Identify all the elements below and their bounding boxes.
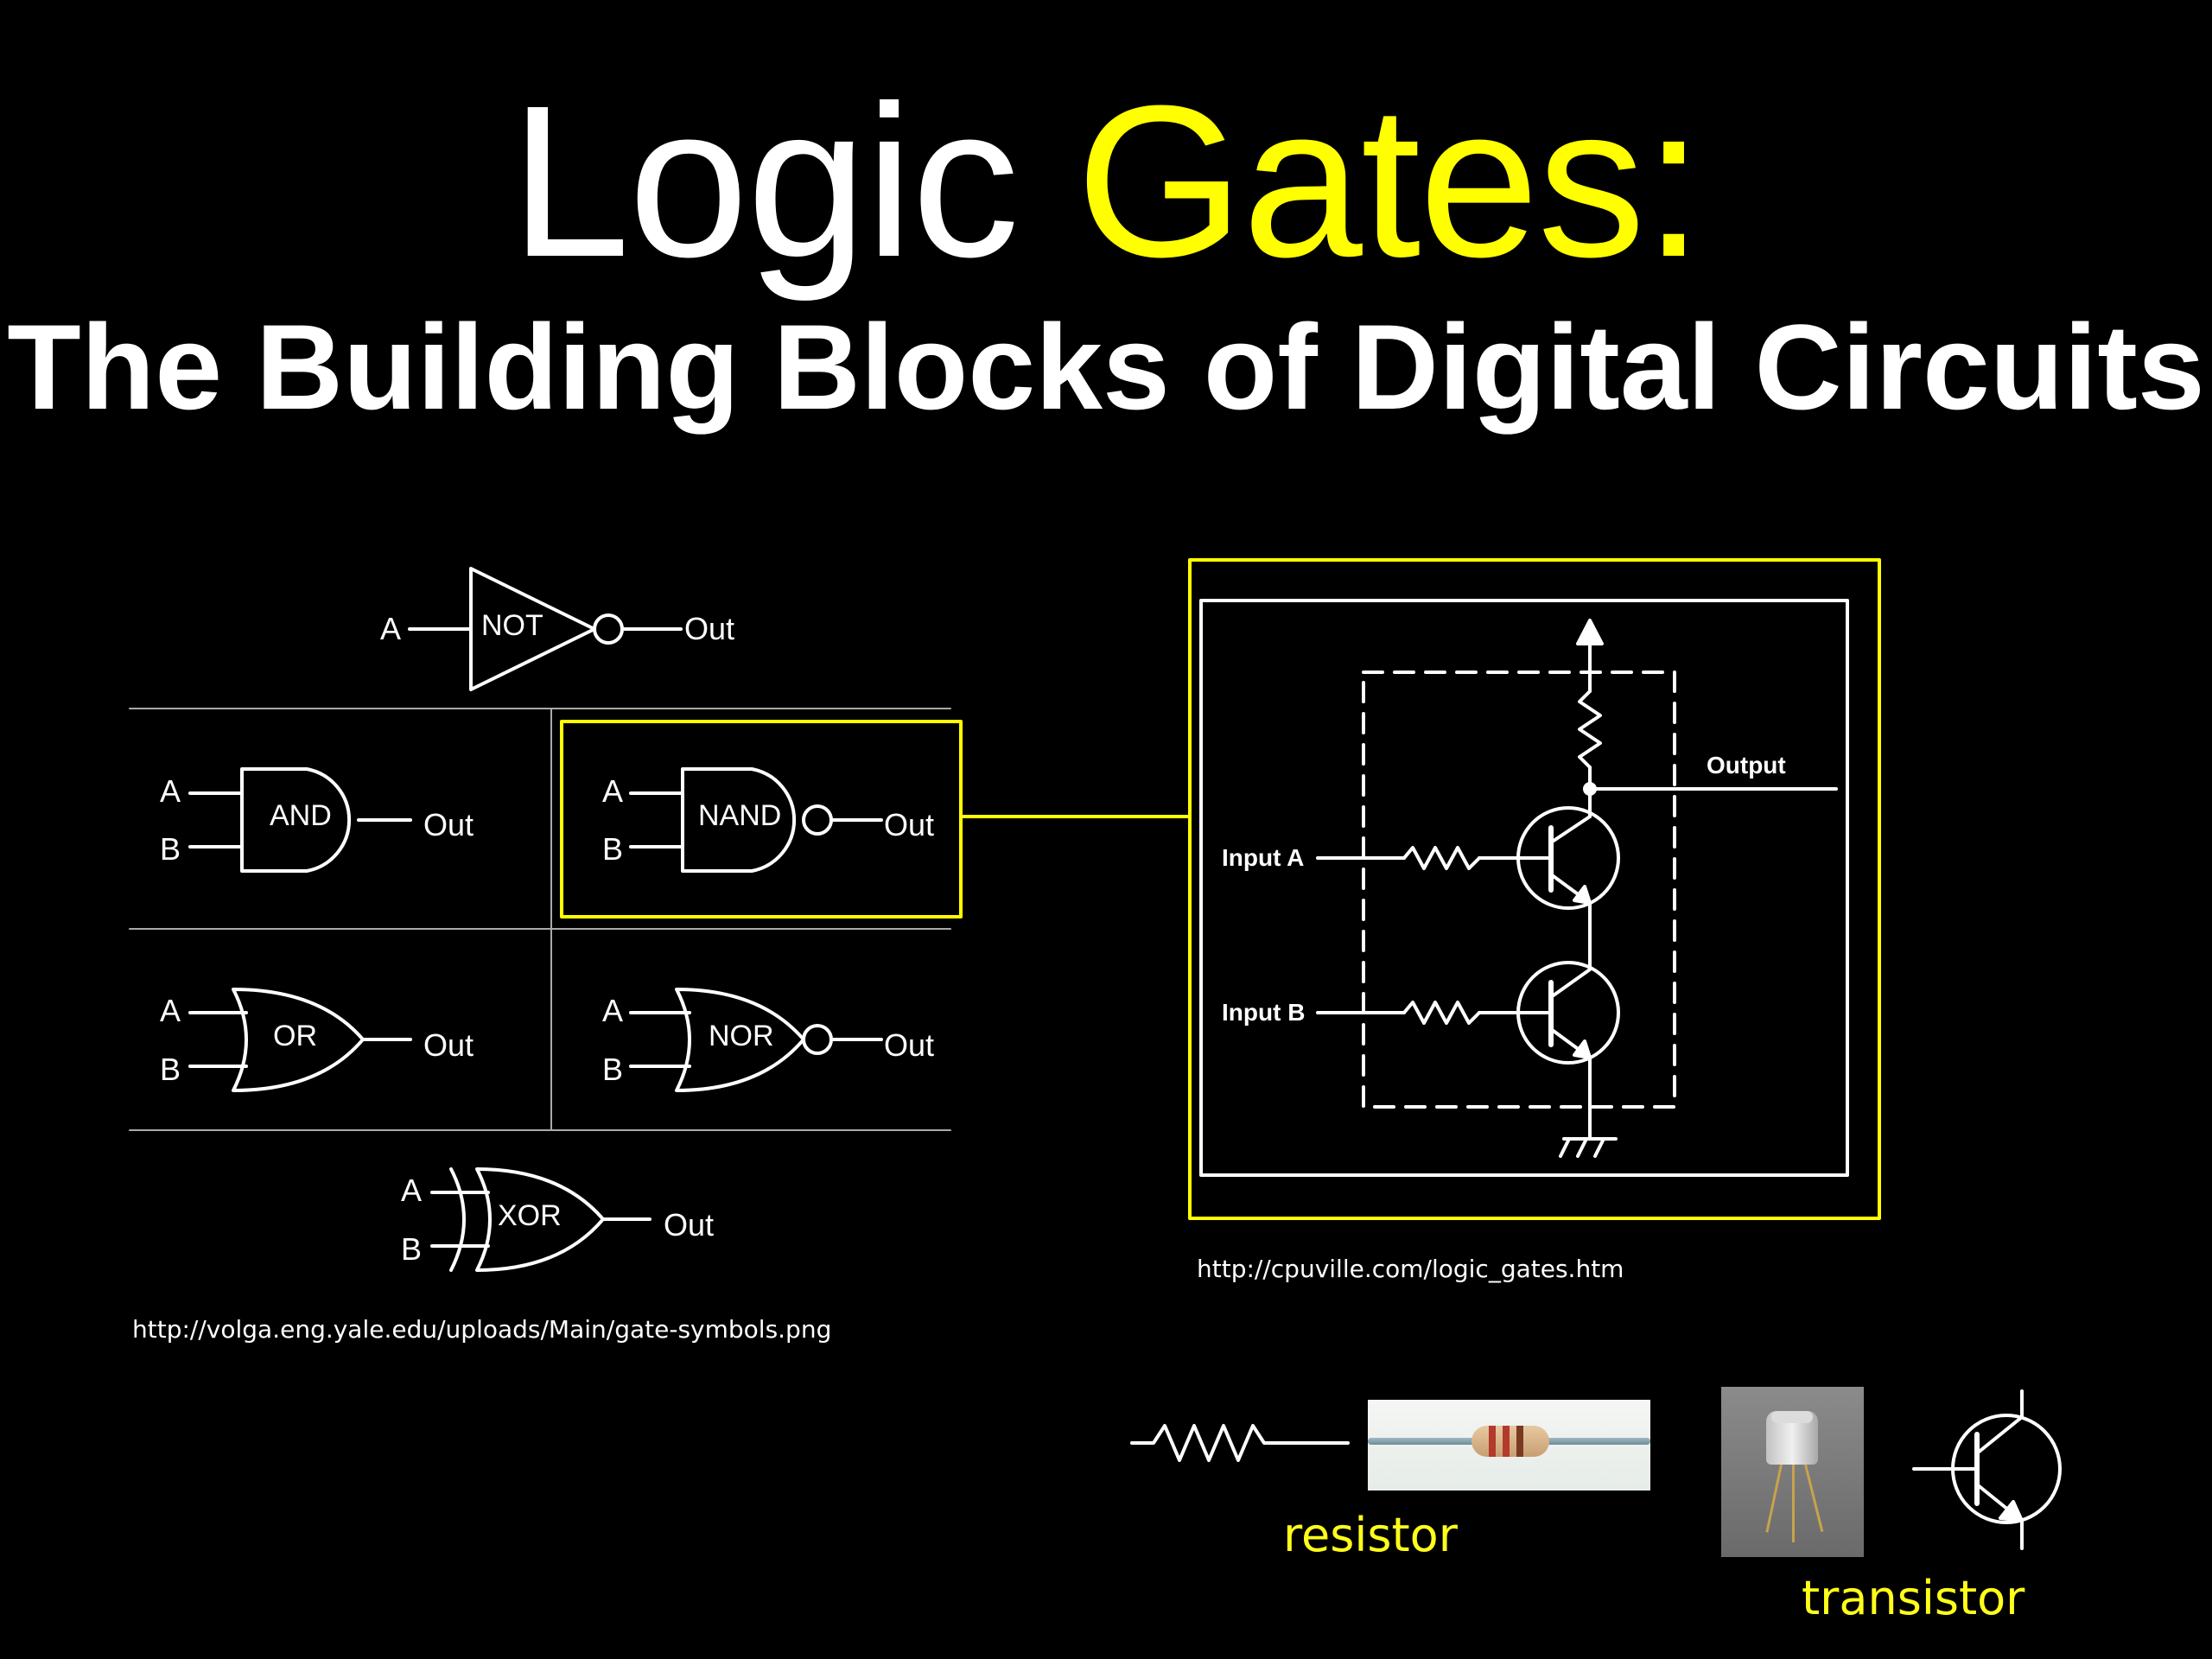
not-input-a: A: [380, 611, 401, 646]
and-output: Out: [423, 807, 474, 842]
xor-input-a: A: [401, 1173, 422, 1208]
slide-title: Logic Gates:: [0, 65, 2212, 298]
not-output: Out: [684, 611, 734, 646]
xor-output: Out: [664, 1207, 714, 1243]
circuit-input-b-label: Input B: [1222, 999, 1305, 1026]
resistor-symbol: [1130, 1424, 1350, 1462]
and-input-b: B: [160, 831, 181, 867]
not-label: NOT: [481, 609, 543, 642]
resistor-label: resistor: [1283, 1508, 1458, 1562]
or-input-a: A: [160, 993, 181, 1028]
or-output: Out: [423, 1027, 474, 1063]
transistor-label: transistor: [1802, 1571, 2025, 1625]
nand-input-b: B: [602, 831, 623, 867]
title-gates: Gates:: [1076, 60, 1703, 302]
and-gate: [188, 767, 412, 873]
nor-gate: [629, 988, 883, 1092]
nand-highlight-box: [560, 720, 963, 918]
circuit-outer-box: [1188, 558, 1881, 1220]
nor-output: Out: [884, 1027, 934, 1063]
resistor-photo: [1368, 1400, 1650, 1491]
or-input-b: B: [160, 1052, 181, 1087]
circuit-wiring: [1316, 619, 1838, 1158]
slide-subtitle: The Building Blocks of Digital Circuits: [7, 299, 2205, 435]
or-gate: [188, 988, 412, 1092]
not-gate: [408, 567, 683, 691]
nor-input-a: A: [602, 993, 623, 1028]
xor-label: XOR: [498, 1199, 562, 1232]
and-input-a: A: [160, 773, 181, 809]
circuit-input-a-label: Input A: [1222, 844, 1304, 871]
transistor-photo: [1721, 1387, 1864, 1557]
circuit-source-caption: http://cpuville.com/logic_gates.htm: [1197, 1255, 1624, 1283]
gates-source-caption: http://volga.eng.yale.edu/uploads/Main/g…: [132, 1315, 832, 1344]
and-label: AND: [270, 799, 332, 832]
nor-input-b: B: [602, 1052, 623, 1087]
nand-gate: [629, 767, 883, 873]
nor-label: NOR: [709, 1020, 774, 1052]
or-label: OR: [273, 1020, 317, 1052]
xor-gate: [430, 1167, 652, 1272]
nand-label: NAND: [698, 799, 781, 832]
circuit-dashed-box: [1362, 671, 1676, 1109]
circuit-inner-box: [1199, 599, 1849, 1177]
title-logic: Logic: [510, 60, 1077, 302]
nand-output: Out: [884, 807, 934, 842]
nand-input-a: A: [602, 773, 623, 809]
circuit-output-label: Output: [1707, 752, 1786, 779]
xor-input-b: B: [401, 1231, 422, 1267]
transistor-symbol: [1912, 1389, 2062, 1550]
